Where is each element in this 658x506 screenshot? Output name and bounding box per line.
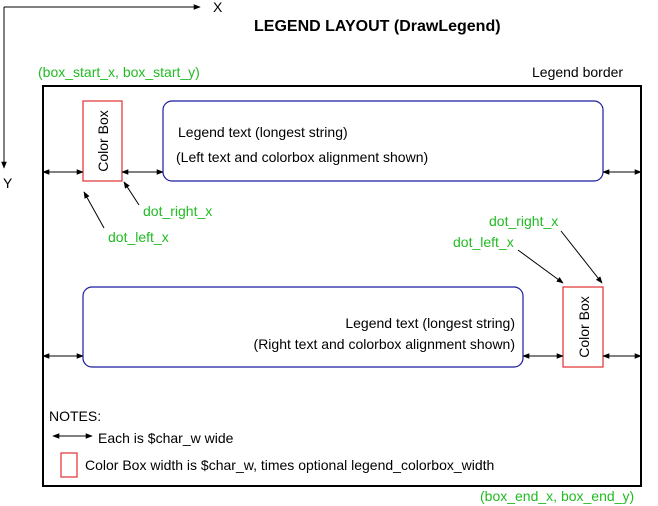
notes-heading: NOTES: xyxy=(49,408,101,424)
bottom-color-box-label: Color Box xyxy=(576,296,592,357)
top-dot-right-pointer xyxy=(123,181,140,206)
bottom-dot-left-label: dot_left_x xyxy=(453,234,514,250)
notes-box-note: Color Box width is $char_w, times option… xyxy=(85,457,494,473)
top-color-box xyxy=(82,100,123,182)
top-dot-right-label: dot_right_x xyxy=(143,203,212,219)
top-text-line1: Legend text (longest string) xyxy=(178,124,348,140)
top-dot-left-pointer xyxy=(83,191,105,229)
top-dot-left-label: dot_left_x xyxy=(108,229,169,245)
top-text-box xyxy=(162,100,604,182)
bottom-dot-right-pointer xyxy=(560,230,603,284)
axes: X Y xyxy=(1,0,223,191)
box-end-label: (box_end_x, box_end_y) xyxy=(480,488,634,504)
notes-color-box-sample xyxy=(60,452,78,478)
bottom-text-box xyxy=(82,286,524,368)
x-axis-label: X xyxy=(213,0,223,15)
y-axis-label: Y xyxy=(3,175,13,191)
top-color-box-label: Color Box xyxy=(95,110,111,171)
box-start-label: (box_start_x, box_start_y) xyxy=(38,64,200,80)
diagram-title: LEGEND LAYOUT (DrawLegend) xyxy=(254,18,501,35)
notes-arrow-note: Each is $char_w wide xyxy=(98,430,234,446)
bottom-text-line2: (Right text and colorbox alignment shown… xyxy=(254,336,515,352)
legend-border-label: Legend border xyxy=(532,64,623,80)
legend-border xyxy=(42,85,642,487)
bottom-text-line1: Legend text (longest string) xyxy=(345,315,515,331)
bottom-color-box xyxy=(562,286,604,368)
top-legend-item: Color Box Legend text (longest string) (… xyxy=(42,100,642,245)
top-text-line2: (Left text and colorbox alignment shown) xyxy=(176,149,428,165)
bottom-dot-right-label: dot_right_x xyxy=(489,213,558,229)
bottom-legend-item: Legend text (longest string) (Right text… xyxy=(42,213,642,368)
notes: NOTES: Each is $char_w wide Color Box wi… xyxy=(49,408,494,478)
bottom-dot-left-pointer xyxy=(517,249,564,284)
